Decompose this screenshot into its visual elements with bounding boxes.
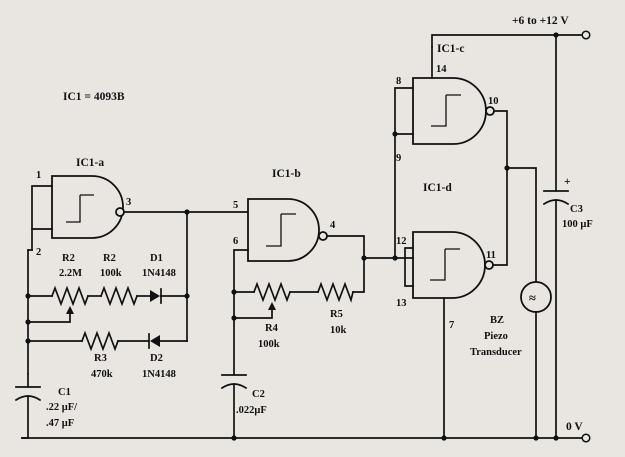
d2-label: D2 bbox=[150, 353, 163, 364]
gate-c-pin-9: 9 bbox=[396, 153, 401, 164]
resistor-r2-pot bbox=[50, 285, 90, 307]
gate-b-pin-6: 6 bbox=[233, 236, 238, 247]
r2b-label: R2 bbox=[103, 253, 116, 264]
r5-value: 10k bbox=[330, 325, 347, 336]
c3-polarity: + bbox=[564, 176, 571, 188]
d1-label: D1 bbox=[150, 253, 163, 264]
r4-label: R4 bbox=[265, 323, 279, 334]
gate-b-name: IC1-b bbox=[272, 168, 301, 180]
gate-a-pin-3: 3 bbox=[126, 197, 131, 208]
gate-b-pin-5: 5 bbox=[233, 200, 238, 211]
gate-c-pin-10: 10 bbox=[488, 96, 499, 107]
gate-ic1-c bbox=[412, 77, 495, 145]
resistor-r4-pot bbox=[252, 281, 292, 303]
gate-d-pin-11: 11 bbox=[486, 250, 496, 261]
positive-terminal bbox=[581, 30, 591, 40]
gate-d-name: IC1-d bbox=[423, 182, 452, 194]
r2b-value: 100k bbox=[100, 268, 122, 279]
r2-value: 2.2M bbox=[59, 268, 82, 279]
supply-ground-label: 0 V bbox=[566, 421, 583, 433]
gate-ic1-d bbox=[412, 231, 494, 299]
c1-label: C1 bbox=[58, 387, 71, 398]
schmitt-icon bbox=[266, 213, 296, 247]
c2-label: C2 bbox=[252, 389, 265, 400]
ic-note: IC1 = 4093B bbox=[63, 91, 125, 103]
c2-value: .022μF bbox=[236, 405, 267, 416]
gate-c-name: IC1-c bbox=[437, 43, 464, 55]
r2-label: R2 bbox=[62, 253, 75, 264]
bz-name-2: Transducer bbox=[470, 347, 522, 358]
capacitor-c3 bbox=[542, 34, 570, 439]
gate-c-pin-14: 14 bbox=[436, 64, 447, 75]
r5-label: R5 bbox=[330, 309, 343, 320]
supply-positive-label: +6 to +12 V bbox=[512, 15, 569, 27]
schmitt-icon bbox=[430, 248, 460, 281]
gate-b-pin-4: 4 bbox=[330, 220, 336, 231]
gate-a-pin-1: 1 bbox=[36, 170, 41, 181]
gate-ic1-a bbox=[51, 175, 125, 239]
c3-label: C3 bbox=[570, 204, 583, 215]
d2-value: 1N4148 bbox=[142, 369, 176, 380]
d1-value: 1N4148 bbox=[142, 268, 176, 279]
c3-value: 100 μF bbox=[562, 219, 593, 230]
r3-label: R3 bbox=[94, 353, 107, 364]
diode-d2 bbox=[148, 333, 160, 349]
capacitor-c2 bbox=[220, 374, 248, 441]
gate-a-name: IC1-a bbox=[76, 157, 104, 169]
schmitt-icon bbox=[431, 94, 461, 127]
piezo-transducer: ≈ bbox=[520, 281, 552, 313]
resistor-r2-100k bbox=[99, 285, 139, 307]
bz-label: BZ bbox=[490, 315, 504, 326]
gate-ic1-b bbox=[247, 198, 328, 262]
resistor-r3 bbox=[80, 330, 120, 352]
diode-d1 bbox=[150, 288, 162, 304]
gate-a-pin-2: 2 bbox=[36, 247, 41, 258]
gate-c-pin-8: 8 bbox=[396, 76, 401, 87]
schmitt-icon bbox=[66, 194, 94, 223]
capacitor-c1 bbox=[14, 373, 42, 439]
gate-d-pin-7: 7 bbox=[449, 320, 454, 331]
r3-value: 470k bbox=[91, 369, 113, 380]
gate-d-pin-13: 13 bbox=[396, 298, 407, 309]
r4-value: 100k bbox=[258, 339, 280, 350]
ground-terminal bbox=[581, 433, 591, 443]
piezo-symbol-icon: ≈ bbox=[529, 291, 536, 305]
supply-rails bbox=[21, 30, 591, 443]
resistor-r5 bbox=[316, 281, 355, 303]
c1-value-2: .47 μF bbox=[46, 418, 74, 429]
c1-value-1: .22 μF/ bbox=[46, 402, 78, 413]
bz-name-1: Piezo bbox=[484, 331, 508, 342]
gate-d-pin-12: 12 bbox=[396, 236, 407, 247]
